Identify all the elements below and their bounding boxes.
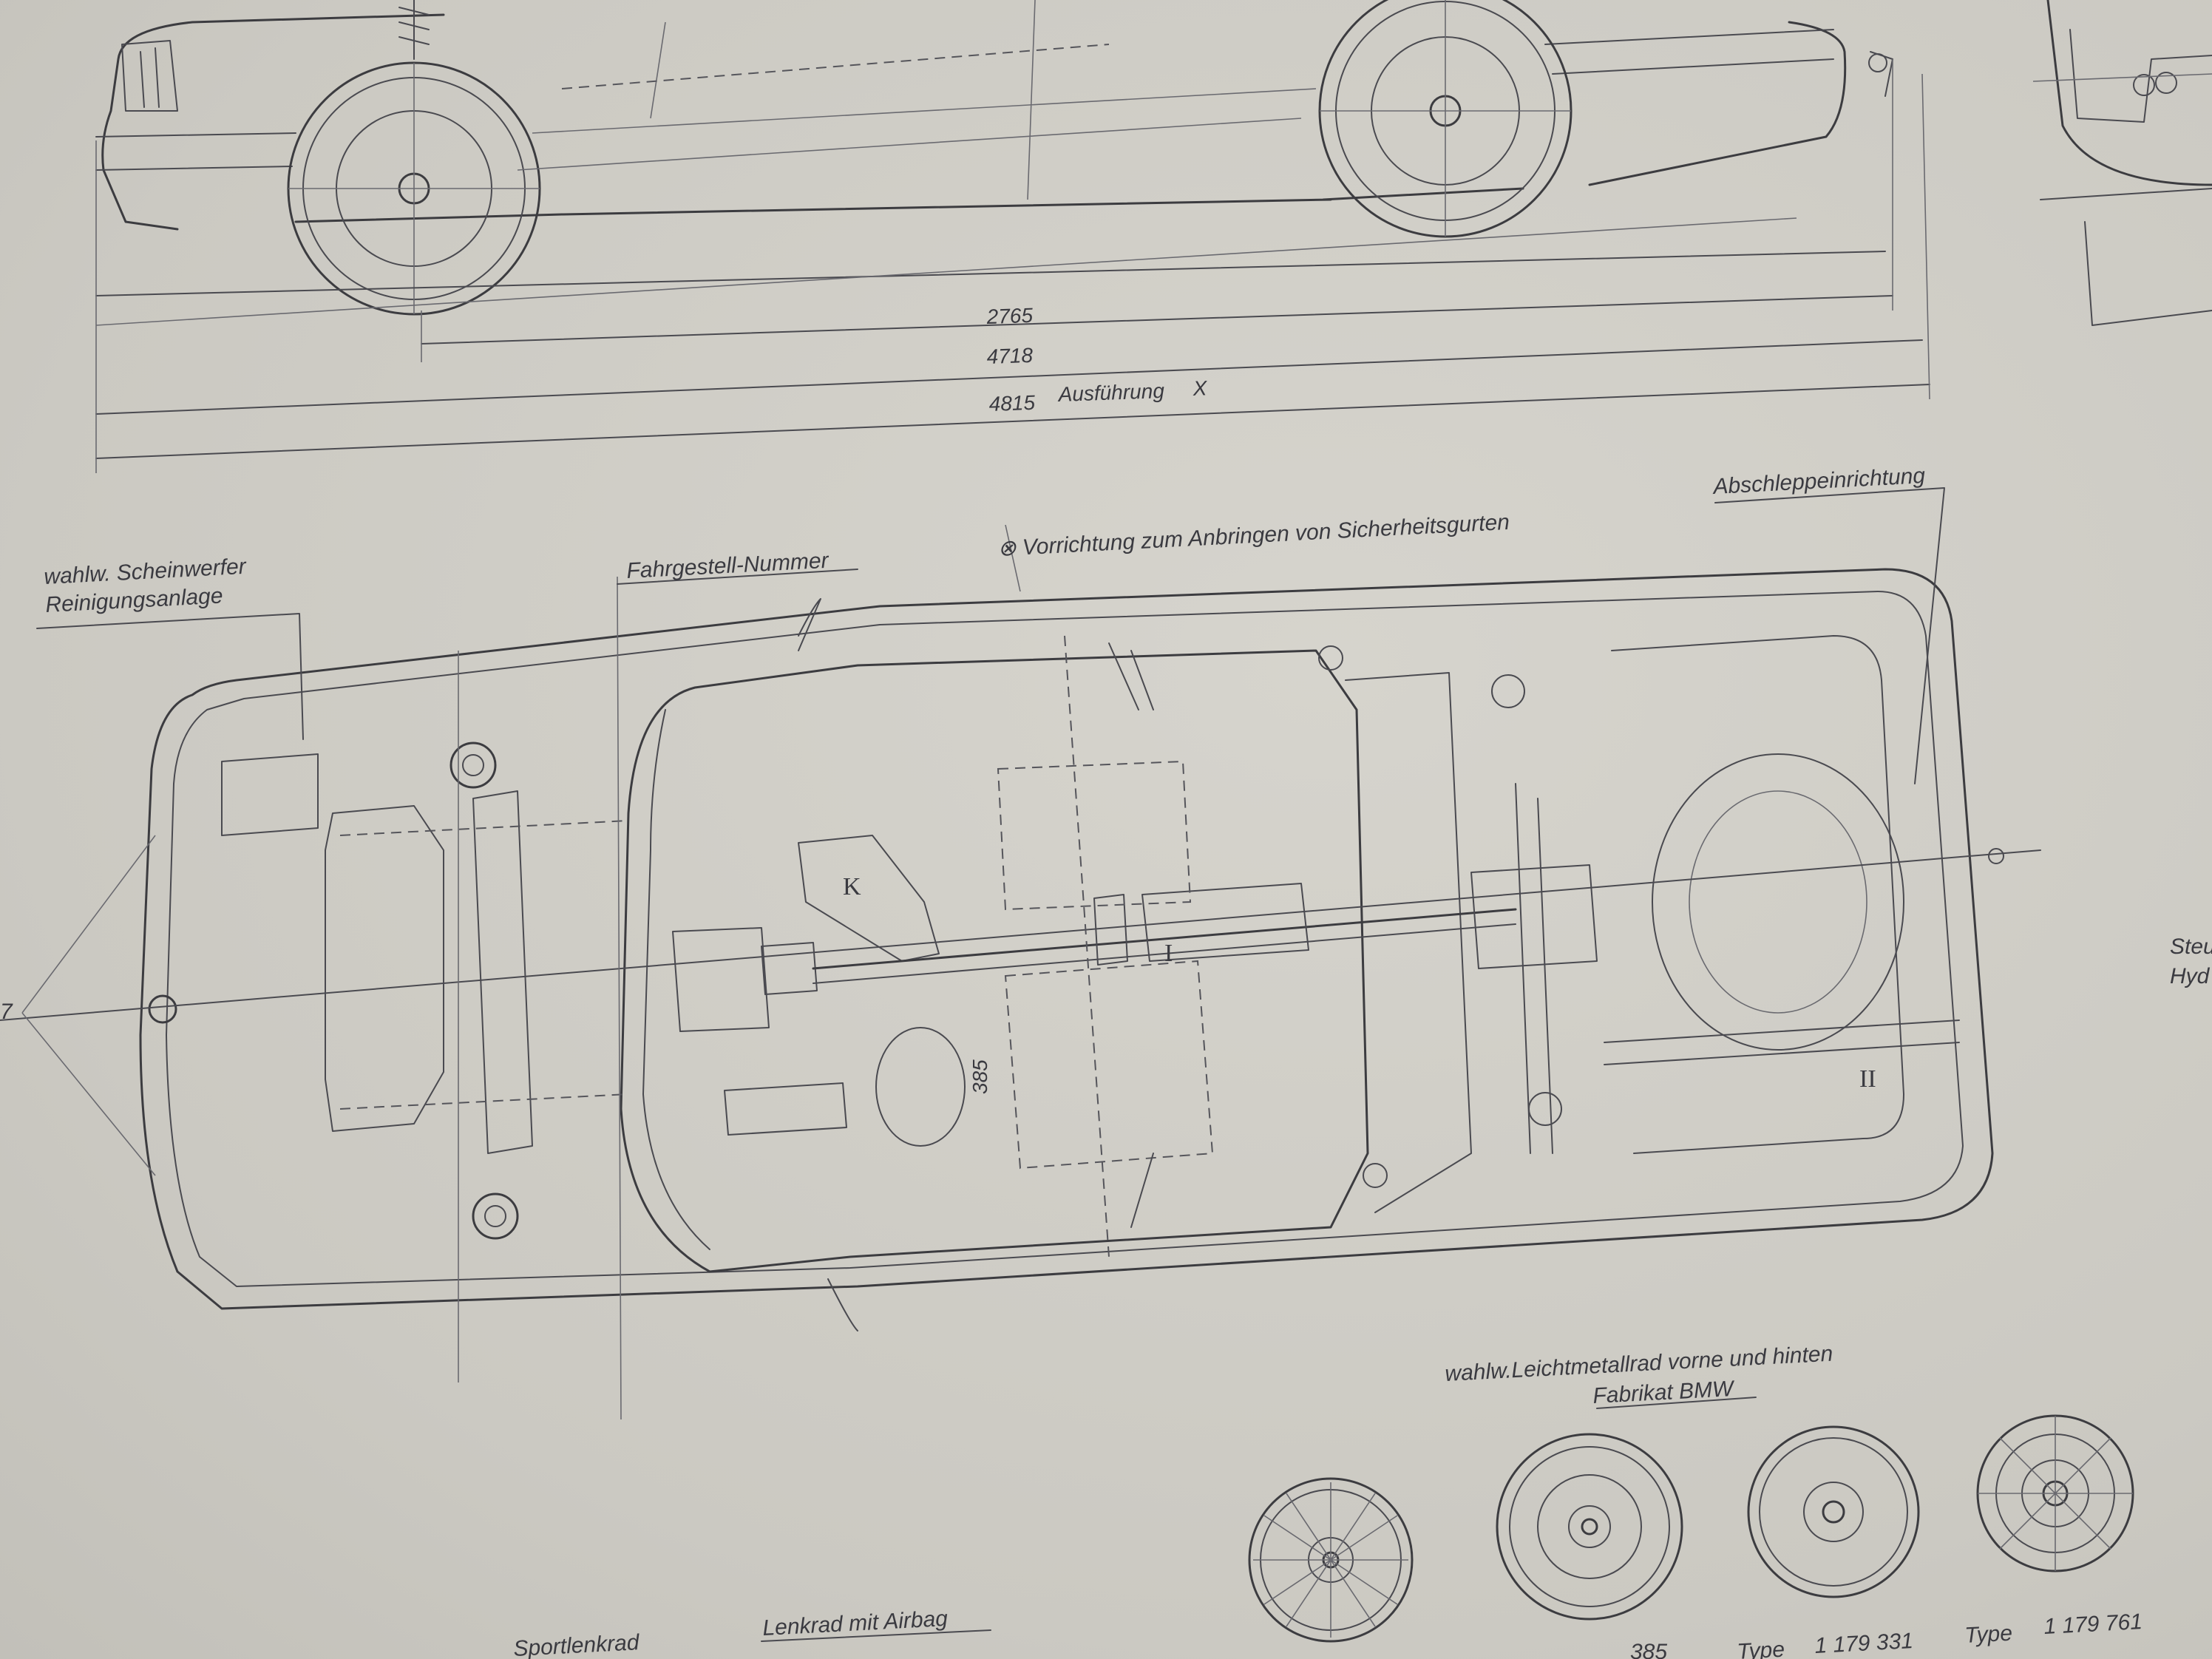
length-dimension: 4718 <box>986 344 1034 368</box>
left-edge-mark: 7 <box>0 1000 13 1024</box>
length-x-dimension: 4815 <box>988 391 1036 415</box>
steering-partial-label-1: Steu <box>2170 934 2212 959</box>
sport-wheel-label: Sportlenkrad <box>513 1630 641 1659</box>
steering-partial-label-2: Hyd <box>2170 964 2211 988</box>
marker-i: I <box>1164 940 1173 967</box>
wheel-style-4 <box>1976 1414 2134 1573</box>
wheel-style-1 <box>1248 1477 1414 1643</box>
tow-device-label: Abschleppeinrichtung <box>1711 464 1927 499</box>
wheel-style-2 <box>1496 1433 1683 1621</box>
variant-mark: X <box>1192 376 1208 400</box>
wheelbase-dimension: 2765 <box>985 304 1034 328</box>
track-dimension: 385 <box>968 1059 991 1094</box>
marker-ii: II <box>1859 1065 1876 1093</box>
variant-label: Ausführung <box>1056 379 1165 406</box>
top-view-car <box>0 568 2041 1420</box>
type-2-number: 1 179 761 <box>2043 1609 2143 1639</box>
wheel-style-3 <box>1747 1425 1920 1598</box>
alloy-wheel-underline <box>1596 1397 1757 1409</box>
alloy-wheel-label-line1: wahlw.Leichtmetallrad vorne und hinten <box>1445 1342 1833 1386</box>
top-view-leaders <box>36 487 1945 784</box>
airbag-wheel-label: Lenkrad mit Airbag <box>762 1607 949 1641</box>
headlight-washer-label-line2: Reinigungsanlage <box>45 583 224 617</box>
type-1-number: 1 179 331 <box>1814 1629 1914 1658</box>
side-view-car <box>95 0 1893 316</box>
alloy-wheel-label-line2: Fabrikat BMW <box>1592 1377 1736 1408</box>
chassis-number-label: Fahrgestell-Nummer <box>626 549 830 583</box>
rear-view-partial <box>2032 0 2212 326</box>
marker-k: K <box>843 873 861 900</box>
seatbelt-device-label: ⊗ Vorrichtung zum Anbringen von Sicherhe… <box>997 510 1510 561</box>
type-1-label: Type <box>1737 1638 1785 1659</box>
side-view-dimensions <box>95 59 1930 473</box>
type-2-label: Type <box>1964 1621 2013 1648</box>
airbag-wheel-underline <box>761 1629 991 1642</box>
partial-number: 385 <box>1630 1640 1667 1659</box>
